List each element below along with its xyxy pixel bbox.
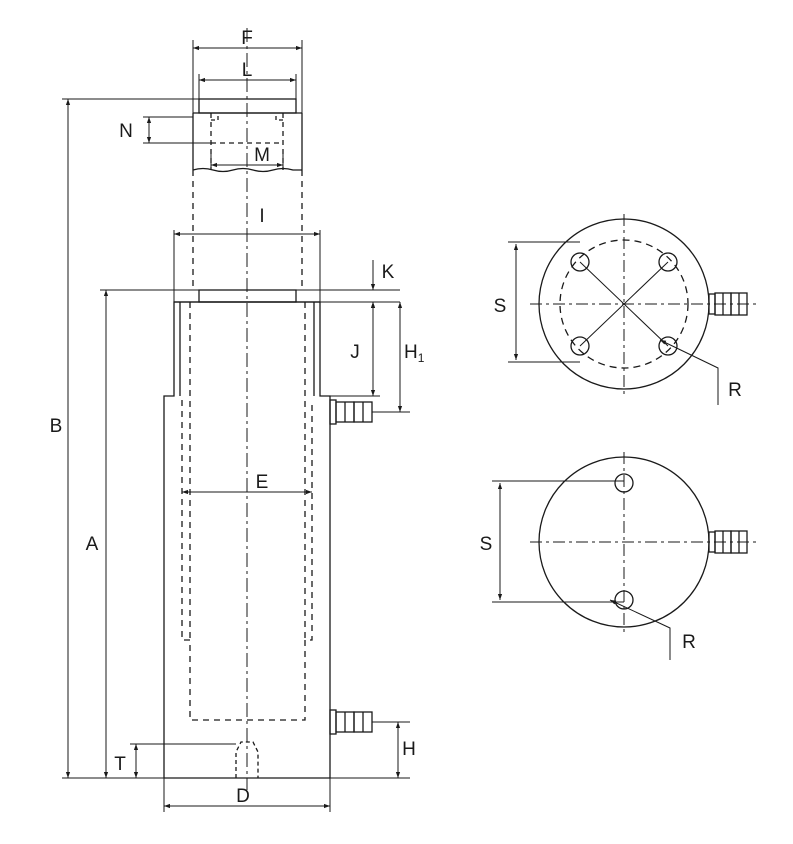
label-H: H — [402, 739, 416, 760]
label-I: I — [259, 206, 264, 227]
label-H1: H1 — [404, 342, 425, 365]
hole-2 — [658, 252, 678, 272]
label-E: E — [256, 472, 269, 493]
label-R-top: R — [728, 380, 742, 401]
upper-coupler — [329, 399, 373, 425]
dimensions — [62, 40, 410, 812]
label-K: K — [382, 262, 395, 283]
label-M: M — [254, 145, 270, 166]
label-D: D — [236, 786, 250, 807]
dim-R-bottom — [609, 599, 671, 660]
plunger-hidden — [192, 170, 303, 290]
hole-1 — [570, 252, 590, 272]
internal-bore — [181, 400, 313, 721]
label-L: L — [242, 60, 253, 81]
hole-4 — [658, 336, 678, 356]
hole-3 — [570, 336, 590, 356]
label-R-bottom: R — [682, 632, 696, 653]
label-B: B — [50, 416, 63, 437]
label-A: A — [86, 534, 99, 555]
top-view-two-holes — [492, 452, 760, 660]
hole-upper — [614, 473, 634, 493]
break-line — [192, 167, 302, 173]
lower-coupler — [329, 709, 373, 735]
label-F: F — [241, 28, 253, 49]
side-view — [163, 28, 373, 790]
top-view-four-holes — [508, 214, 760, 405]
label-S-bottom: S — [480, 534, 493, 555]
label-N: N — [119, 121, 133, 142]
dim-R-top — [659, 339, 719, 405]
label-J: J — [350, 342, 360, 363]
label-T: T — [114, 754, 126, 775]
label-S-top: S — [494, 296, 507, 317]
